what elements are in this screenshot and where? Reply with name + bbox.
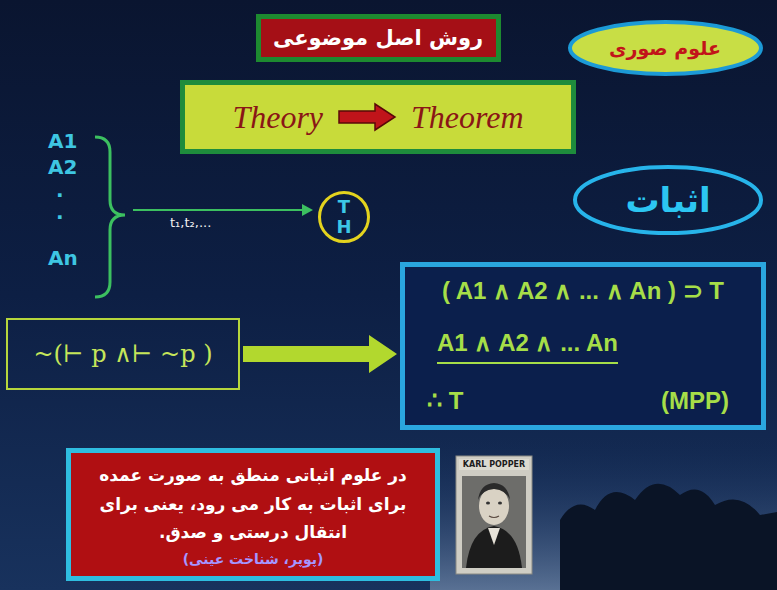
node-text: علوم صوری	[609, 37, 721, 59]
node-text: روش اصل موضوعی	[273, 26, 483, 50]
axiom-label: An	[48, 246, 78, 270]
text-row: T	[336, 197, 351, 217]
derivation-arrowhead	[302, 204, 313, 216]
text-row: (پوپر، شناخت عینی)	[85, 547, 421, 567]
node-text: Theorem	[411, 99, 524, 136]
ellipse-shape	[320, 193, 369, 242]
node-text: ~(⊢ p ∧⊢ ~p )	[33, 340, 212, 368]
text-row: H	[336, 217, 351, 237]
arrow-symbol	[337, 102, 397, 132]
proof-ellipse: اثبات	[573, 165, 763, 235]
node-content: اثبات	[625, 180, 710, 220]
formula-box: ~(⊢ p ∧⊢ ~p )	[6, 318, 240, 390]
node-content: ( A1 ∧ A2 ∧ ... ∧ An ) ⊃ T A1 ∧ A2 ∧ ... …	[419, 277, 747, 415]
popper-portrait	[456, 456, 532, 574]
axiom-label: A2	[48, 155, 77, 179]
text-row: ( A1 ∧ A2 ∧ ... ∧ An ) ⊃ T	[419, 277, 747, 305]
node-text: ∴ T	[427, 387, 463, 415]
node-content: روش اصل موضوعی	[273, 26, 483, 50]
text-row: روش اصل موضوعی	[273, 26, 483, 50]
node-content: در علوم اثباتی منطق به صورت عمده برای اث…	[85, 461, 421, 568]
node-content: TH	[336, 197, 351, 237]
curly-brace	[95, 137, 125, 297]
text-row: علوم صوری	[609, 37, 721, 59]
ellipsis-dot: .	[56, 178, 64, 202]
node-text: اثبات	[625, 180, 710, 220]
node-text: Theory	[232, 99, 323, 136]
text-row: A1 ∧ A2 ∧ ... An	[419, 329, 747, 364]
node-content: علوم صوری	[609, 37, 721, 59]
step-label: t₁,t₂,...	[170, 215, 211, 230]
node-text: T	[338, 197, 350, 217]
block-arrow	[243, 335, 397, 373]
title-box: روش اصل موضوعی	[256, 14, 501, 62]
node-content: ~(⊢ p ∧⊢ ~p )	[33, 340, 212, 368]
ellipsis-dot: .	[56, 200, 64, 224]
text-row: Theory Theorem	[232, 99, 523, 136]
ellipse-shape	[575, 167, 761, 233]
note-box: در علوم اثباتی منطق به صورت عمده برای اث…	[66, 448, 440, 581]
ellipse-shape	[570, 22, 761, 74]
theorem-circle: TH	[318, 191, 370, 243]
text-row: ∴ T (MPP)	[419, 387, 747, 415]
node-text: ( A1 ∧ A2 ∧ ... ∧ An ) ⊃ T	[442, 277, 724, 305]
mpp-box: ( A1 ∧ A2 ∧ ... ∧ An ) ⊃ T A1 ∧ A2 ∧ ... …	[400, 262, 766, 430]
horizon-glow	[430, 440, 777, 590]
node-text: (MPP)	[661, 387, 729, 415]
text-row: ~(⊢ p ∧⊢ ~p )	[33, 340, 212, 368]
text-row: در علوم اثباتی منطق به صورت عمده برای اث…	[85, 461, 421, 548]
tree-silhouette	[560, 484, 777, 590]
arrow-shape	[339, 104, 395, 130]
node-text: A1 ∧ A2 ∧ ... An	[437, 329, 618, 364]
topic-ellipse: علوم صوری	[568, 20, 763, 76]
derivation-line	[133, 209, 304, 211]
axiom-label: A1	[48, 129, 77, 153]
node-content: Theory Theorem	[232, 99, 523, 136]
book-author: KARL POPPER	[459, 459, 529, 470]
node-text: H	[336, 217, 351, 237]
node-text: (پوپر، شناخت عینی)	[85, 551, 421, 567]
node-text: در علوم اثباتی منطق به صورت عمده برای اث…	[85, 461, 421, 548]
theory-box: Theory Theorem	[180, 80, 576, 154]
text-row: اثبات	[625, 180, 710, 220]
